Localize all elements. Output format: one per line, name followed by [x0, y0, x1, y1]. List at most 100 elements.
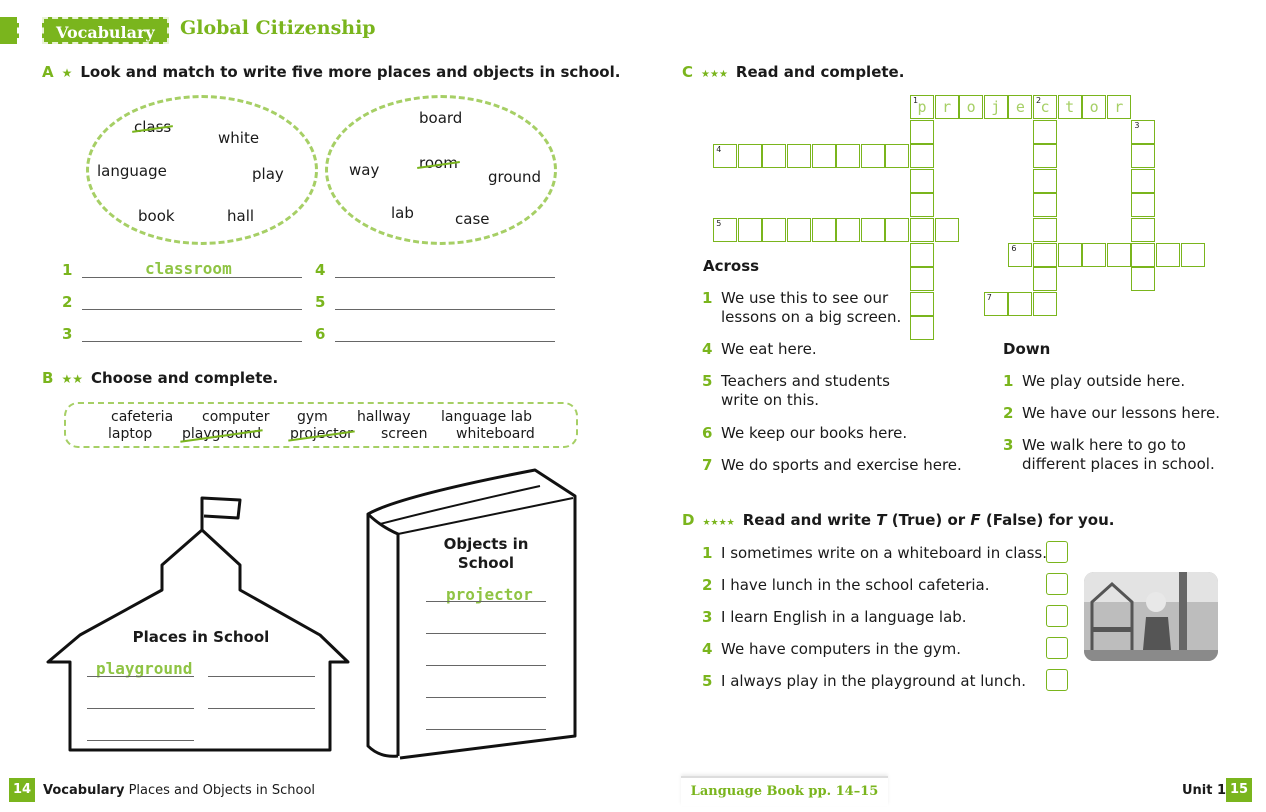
crossword-cell[interactable]: [910, 193, 934, 218]
answer-line-6[interactable]: [335, 341, 555, 342]
crossword-cell[interactable]: 4: [713, 144, 738, 169]
crossword-cell[interactable]: [1131, 193, 1156, 218]
crossword-cell[interactable]: 5: [713, 218, 738, 242]
answer-line-1[interactable]: [82, 277, 302, 278]
answer-number: 1: [62, 261, 73, 279]
tf-answer-box-5[interactable]: [1046, 669, 1068, 691]
crossword-cell[interactable]: [934, 218, 959, 242]
section-b-heading: B★★Choose and complete.: [42, 369, 279, 387]
crossword-cell[interactable]: [737, 144, 762, 169]
crossword-cell[interactable]: [885, 218, 910, 242]
answer-line-2[interactable]: [82, 309, 302, 310]
crossword-cell[interactable]: r: [934, 95, 959, 119]
places-line[interactable]: [87, 676, 194, 677]
crossword-cell[interactable]: [1033, 168, 1057, 193]
crossword-cell[interactable]: [860, 218, 885, 242]
crossword-cell[interactable]: 3: [1131, 119, 1156, 144]
crossword-cell[interactable]: e: [1008, 95, 1033, 119]
crossword-cell[interactable]: [1033, 193, 1057, 218]
answer-line-3[interactable]: [82, 341, 302, 342]
crossword-cell[interactable]: [1033, 242, 1057, 267]
crossword-cell[interactable]: [1131, 144, 1156, 169]
crossword-letter: t: [1065, 98, 1075, 116]
crossword-cell[interactable]: [910, 267, 934, 292]
crossword-letter: p: [917, 98, 927, 116]
word-oval-1: [86, 95, 318, 245]
oval-word: book: [138, 207, 175, 225]
crossword-cell[interactable]: [1106, 242, 1131, 267]
objects-label-1: Objects in: [443, 535, 529, 553]
crossword-cell[interactable]: [836, 218, 861, 242]
crossword-cell[interactable]: [910, 242, 934, 267]
oval-word: hall: [227, 207, 255, 225]
tf-answer-box-1[interactable]: [1046, 541, 1068, 563]
crossword-cell-number: 7: [986, 292, 992, 302]
crossword-cell[interactable]: [910, 316, 934, 341]
tf-answer-box-4[interactable]: [1046, 637, 1068, 659]
crossword-cell[interactable]: [1033, 291, 1057, 316]
crossword-cell[interactable]: [1180, 242, 1205, 267]
crossword-cell[interactable]: [1131, 242, 1156, 267]
objects-line[interactable]: [426, 601, 546, 602]
crossword-cell[interactable]: [910, 291, 934, 316]
places-line[interactable]: [208, 676, 315, 677]
crossword-cell[interactable]: [737, 218, 762, 242]
crossword-cell[interactable]: [1131, 218, 1156, 242]
answer-number: 2: [62, 293, 73, 311]
crossword-cell[interactable]: [787, 144, 811, 169]
crossword-cell[interactable]: [787, 218, 811, 242]
answer-line-5[interactable]: [335, 309, 555, 310]
crossword-cell-number: 6: [1011, 243, 1017, 253]
objects-line[interactable]: [426, 697, 546, 698]
crossword-cell[interactable]: [1033, 218, 1057, 242]
crossword-cell[interactable]: [885, 144, 910, 169]
crossword-cell[interactable]: [1082, 242, 1107, 267]
crossword-cell[interactable]: [1033, 267, 1057, 292]
crossword-cell-number: 3: [1134, 120, 1140, 130]
crossword-cell[interactable]: r: [1106, 95, 1131, 119]
answer-1-text: classroom: [145, 259, 232, 278]
crossword-cell[interactable]: o: [959, 95, 984, 119]
crossword-cell[interactable]: [1131, 168, 1156, 193]
places-line[interactable]: [87, 740, 194, 741]
crossword-cell[interactable]: [1033, 119, 1057, 144]
oval-word: class: [134, 118, 172, 136]
crossword-cell[interactable]: [1033, 144, 1057, 169]
tf-answer-box-2[interactable]: [1046, 573, 1068, 595]
crossword-cell[interactable]: [1008, 291, 1033, 316]
page-title: Global Citizenship: [180, 17, 376, 39]
objects-line[interactable]: [426, 729, 546, 730]
answer-number: 6: [315, 325, 326, 343]
left-footer-text: Vocabulary Places and Objects in School: [43, 783, 316, 798]
crossword-cell[interactable]: [1156, 242, 1180, 267]
crossword-cell[interactable]: [910, 168, 934, 193]
crossword-cell[interactable]: 7: [983, 291, 1008, 316]
crossword-cell[interactable]: [811, 218, 836, 242]
crossword-cell[interactable]: [1057, 242, 1082, 267]
crossword-cell[interactable]: [910, 119, 934, 144]
box-word: gym: [297, 409, 328, 425]
crossword-cell[interactable]: 6: [1008, 242, 1033, 267]
crossword-cell[interactable]: [762, 144, 787, 169]
playground-photo: [1084, 572, 1218, 661]
crossword-cell[interactable]: [860, 144, 885, 169]
answer-line-4[interactable]: [335, 277, 555, 278]
crossword-cell[interactable]: o: [1082, 95, 1107, 119]
tf-answer-box-3[interactable]: [1046, 605, 1068, 627]
crossword-cell[interactable]: [910, 144, 934, 169]
crossword-cell[interactable]: [762, 218, 787, 242]
places-line[interactable]: [87, 708, 194, 709]
crossword-cell[interactable]: j: [983, 95, 1008, 119]
crossword-cell[interactable]: [910, 218, 934, 242]
crossword-cell[interactable]: [1131, 267, 1156, 292]
crossword-cell[interactable]: t: [1057, 95, 1082, 119]
objects-line[interactable]: [426, 633, 546, 634]
crossword-cell[interactable]: [836, 144, 861, 169]
crossword-cell[interactable]: [811, 144, 836, 169]
places-line[interactable]: [208, 708, 315, 709]
language-book-reference: Language Book pp. 14–15: [681, 776, 888, 806]
objects-line[interactable]: [426, 665, 546, 666]
across-title: Across: [703, 257, 760, 275]
